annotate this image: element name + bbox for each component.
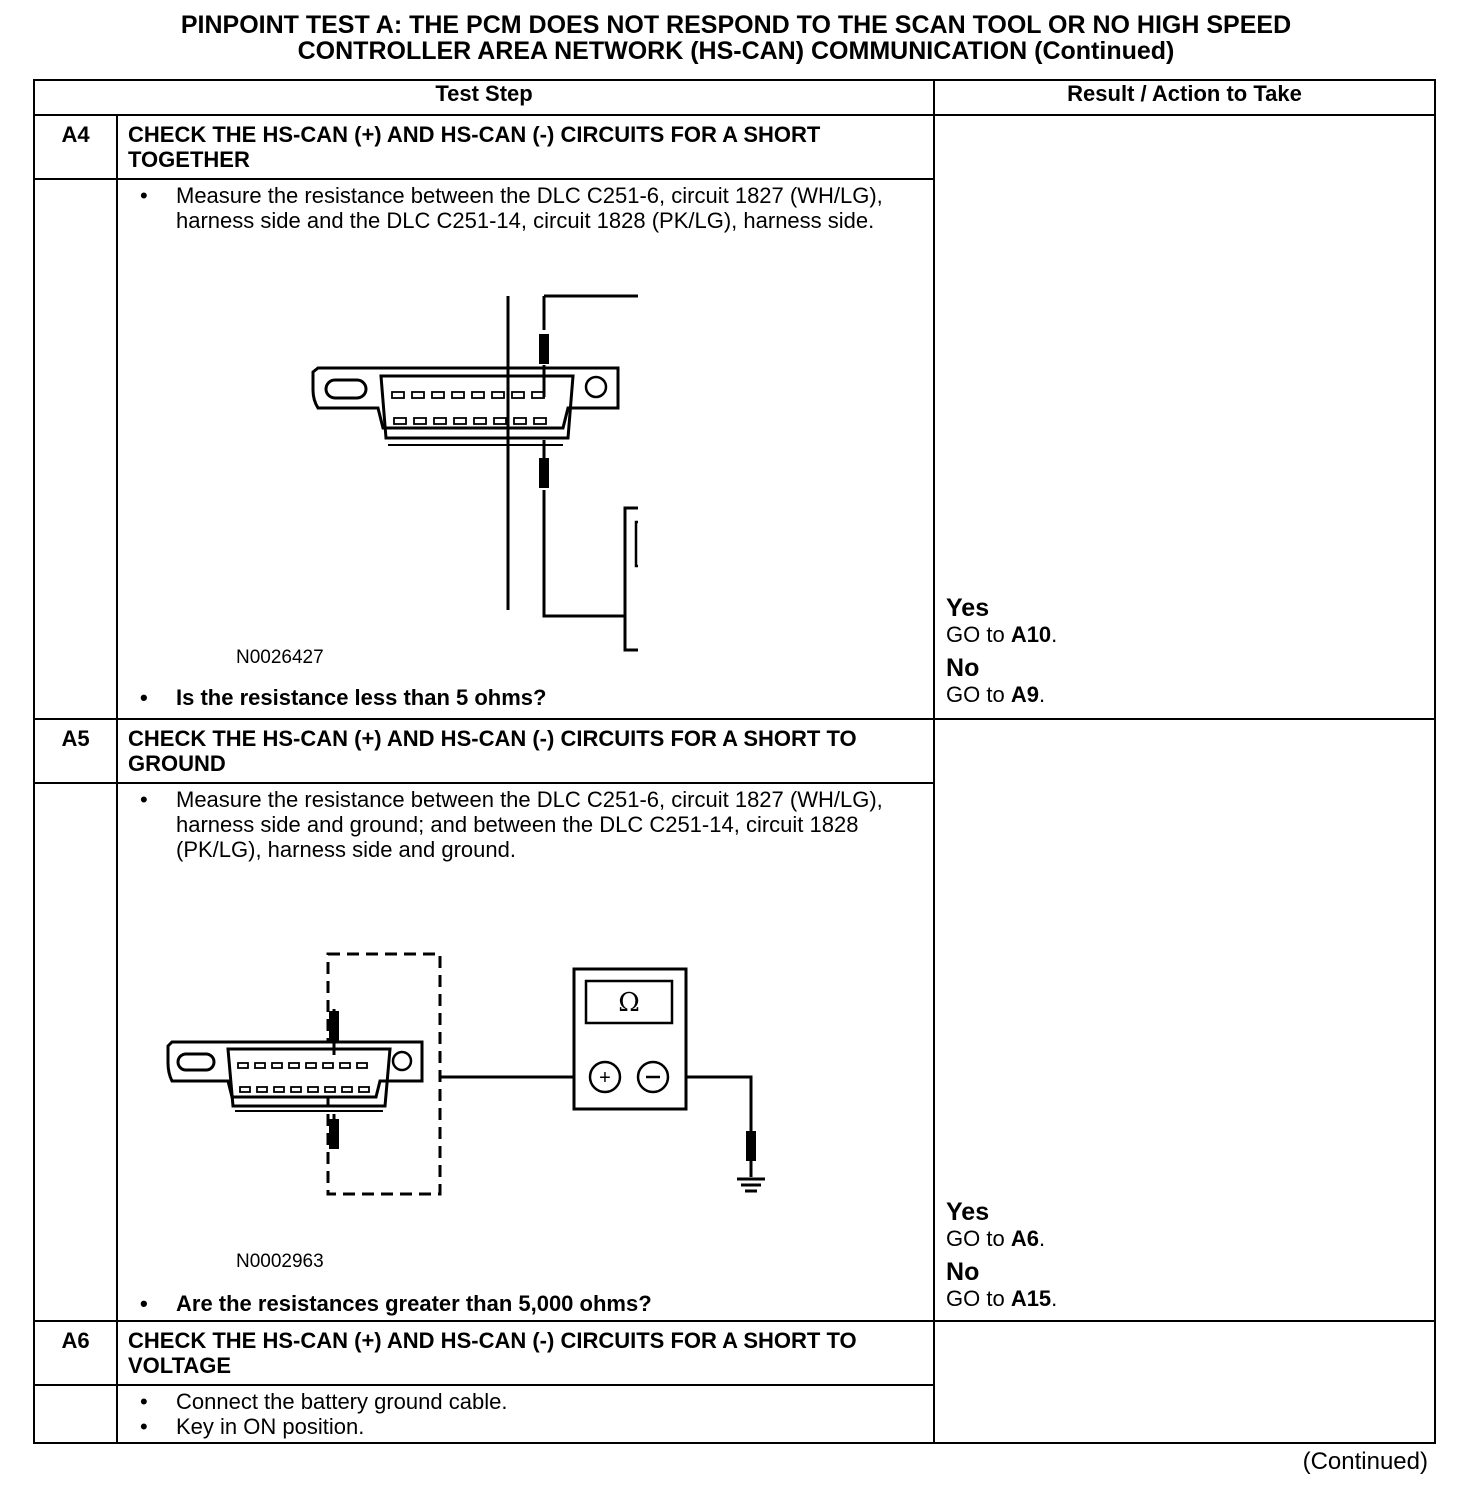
step-a4-result-cell: Yes GO to A10. No GO to A9. xyxy=(933,114,1437,720)
ohmmeter-icon: Ω + xyxy=(623,506,638,652)
step-a4-body-row: Measure the resistance between the DLC C… xyxy=(33,178,1435,720)
result-no-label: No xyxy=(946,654,980,682)
step-title: CHECK THE HS-CAN (+) AND HS-CAN (-) CIRC… xyxy=(115,718,936,784)
instruction-item: Connect the battery ground cable. xyxy=(128,1389,888,1414)
probe-wires xyxy=(542,294,638,618)
probe-tip-icon xyxy=(746,1131,756,1161)
question-list: Is the resistance less than 5 ohms? xyxy=(128,685,546,710)
instruction-item: Key in ON position. xyxy=(128,1414,888,1439)
step-id: A5 xyxy=(33,718,118,784)
ground-symbol-icon xyxy=(737,1161,765,1193)
probe-tip-icon xyxy=(329,1119,339,1149)
ohm-symbol: Ω xyxy=(618,988,640,1018)
title-line-1: PINPOINT TEST A: THE PCM DOES NOT RESPON… xyxy=(180,11,1292,39)
question-list: Are the resistances greater than 5,000 o… xyxy=(128,1291,652,1316)
step-a4-title-row: A4 CHECK THE HS-CAN (+) AND HS-CAN (-) C… xyxy=(33,114,1437,720)
figure-id: N0002963 xyxy=(236,1251,324,1272)
ohmmeter-icon: Ω + xyxy=(572,967,688,1111)
result-list: Yes GO to A10. No GO to A9. xyxy=(946,594,1058,708)
result-no-action: GO to A9. xyxy=(946,682,1046,707)
step-a6-result-cell xyxy=(933,1320,1437,1444)
result-yes-label: Yes xyxy=(946,1198,990,1226)
step-title: CHECK THE HS-CAN (+) AND HS-CAN (-) CIRC… xyxy=(115,1320,936,1386)
result-list: Yes GO to A6. No GO to A15. xyxy=(946,1198,1058,1312)
goto-link[interactable]: A6 xyxy=(1010,1226,1039,1251)
step-a6-title-row: A6 CHECK THE HS-CAN (+) AND HS-CAN (-) C… xyxy=(33,1320,1437,1444)
result-no-action: GO to A15. xyxy=(946,1286,1058,1311)
dashed-probe-box xyxy=(326,952,442,1196)
instruction-list: Measure the resistance between the DLC C… xyxy=(128,787,888,862)
result-yes-action: GO to A10. xyxy=(946,622,1058,647)
header-test-step: Test Step xyxy=(32,79,936,116)
dlc-ground-diagram-a5: Ω + xyxy=(166,952,765,1196)
dlc-connector-icon xyxy=(166,1040,424,1112)
header-result: Result / Action to Take xyxy=(933,79,1437,116)
step-a6-body-row: Connect the battery ground cable. Key in… xyxy=(33,1384,1435,1444)
title-line-2: CONTROLLER AREA NETWORK (HS-CAN) COMMUNI… xyxy=(297,37,1175,65)
probe-tip-icon xyxy=(329,1011,339,1041)
pinpoint-test-table: Test Step Result / Action to Take A4 CHE… xyxy=(32,79,1437,1444)
step-id: A4 xyxy=(33,114,118,180)
step-a5-result-cell: Yes GO to A6. No GO to A15. xyxy=(933,718,1437,1322)
dlc-ohmmeter-diagram-a4: Ω + xyxy=(311,294,638,652)
step-a5-body-row: Measure the resistance between the DLC C… xyxy=(33,782,1435,1322)
step-a6-body: Connect the battery ground cable. Key in… xyxy=(115,1384,936,1444)
goto-link[interactable]: A10 xyxy=(1010,622,1052,647)
table-header-row: Test Step Result / Action to Take xyxy=(32,79,1437,116)
result-yes-label: Yes xyxy=(946,594,990,622)
step-a5-body: Measure the resistance between the DLC C… xyxy=(115,782,936,1322)
instruction-list: Measure the resistance between the DLC C… xyxy=(128,183,888,233)
question-item: Is the resistance less than 5 ohms? xyxy=(128,685,546,710)
figure-id: N0026427 xyxy=(236,647,324,668)
probe-tip-icon xyxy=(539,458,549,488)
result-no-label: No xyxy=(946,1258,980,1286)
probe-tip-icon xyxy=(539,334,549,364)
goto-link[interactable]: A9 xyxy=(1010,682,1039,707)
step-a5-title-row: A5 CHECK THE HS-CAN (+) AND HS-CAN (-) C… xyxy=(33,718,1437,1322)
step-title: CHECK THE HS-CAN (+) AND HS-CAN (-) CIRC… xyxy=(115,114,936,180)
svg-text:+: + xyxy=(599,1067,611,1089)
instruction-list: Connect the battery ground cable. Key in… xyxy=(128,1389,888,1439)
question-item: Are the resistances greater than 5,000 o… xyxy=(128,1291,652,1316)
goto-link[interactable]: A15 xyxy=(1010,1286,1052,1311)
page-title: PINPOINT TEST A: THE PCM DOES NOT RESPON… xyxy=(0,12,1472,64)
step-id: A6 xyxy=(33,1320,118,1386)
continued-label: (Continued) xyxy=(1302,1448,1428,1475)
instruction-item: Measure the resistance between the DLC C… xyxy=(128,787,888,862)
dlc-connector-icon xyxy=(311,366,620,446)
instruction-item: Measure the resistance between the DLC C… xyxy=(128,183,888,233)
result-yes-action: GO to A6. xyxy=(946,1226,1046,1251)
step-a4-body: Measure the resistance between the DLC C… xyxy=(115,178,936,720)
